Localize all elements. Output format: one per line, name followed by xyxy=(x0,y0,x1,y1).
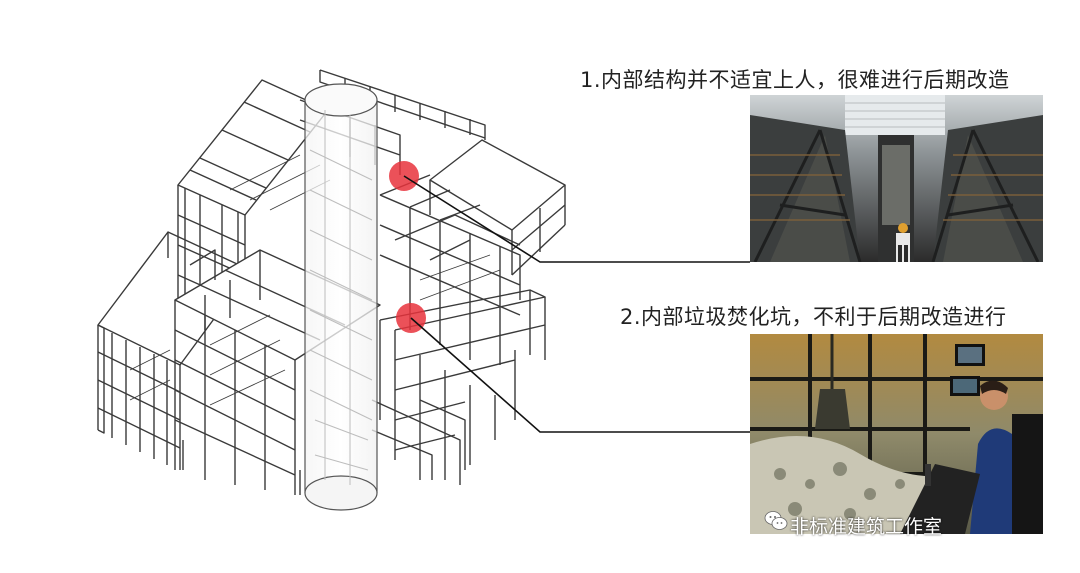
main-block-left xyxy=(177,79,329,330)
leader-line-2 xyxy=(410,317,750,433)
wechat-icon xyxy=(764,511,788,530)
leader-line-1 xyxy=(403,175,750,263)
right-upper-slab xyxy=(429,139,566,276)
watermark-text: 非标准建筑工作室 xyxy=(790,516,943,538)
photo-interior-structure xyxy=(750,95,1043,262)
photo-waste-pit-control-room xyxy=(750,334,1043,534)
incinerator-cylinder xyxy=(304,83,378,511)
frame-detail-lines xyxy=(129,154,501,406)
lower-wing-left xyxy=(97,231,251,470)
annotation-label-2: 2.内部垃圾焚化坑，不利于后期改造进行 xyxy=(620,305,1007,329)
annotation-label-1: 1.内部结构并不适宜上人，很难进行后期改造 xyxy=(580,68,1010,92)
right-lower-grid xyxy=(371,289,546,485)
